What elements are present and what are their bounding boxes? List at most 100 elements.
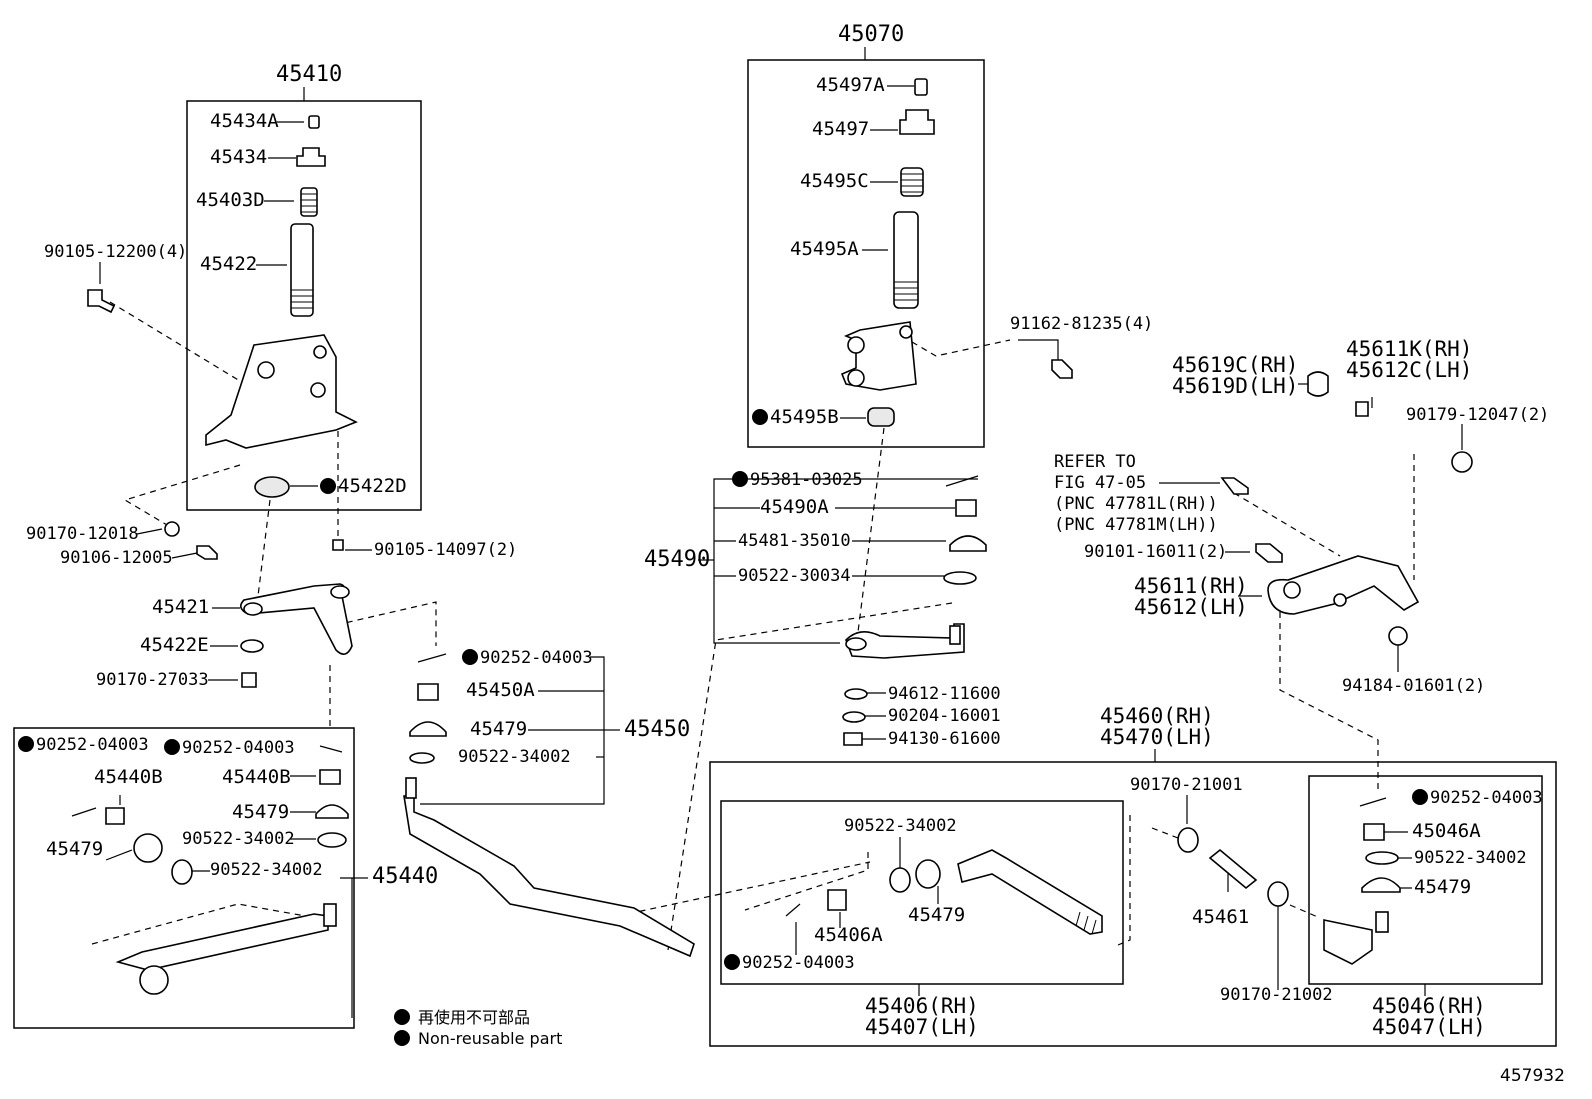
- part-label-90522-34002-a: 90522-34002: [210, 860, 323, 880]
- bolt-45434A-icon: [308, 115, 320, 129]
- cotter-pin-90252-d-icon: [785, 903, 801, 917]
- legend-english: Non-reusable part: [394, 1029, 562, 1048]
- part-label-45479-a: 45479: [46, 838, 104, 860]
- nut-45046A-icon: [1363, 823, 1385, 841]
- part-label-45481-35010: 45481-35010: [738, 531, 851, 551]
- part-label-90522-34002-e: 90522-34002: [1414, 848, 1527, 868]
- nut-90170-27033-icon: [241, 672, 257, 688]
- tie-rod-45440-icon: [115, 913, 329, 971]
- box-45070: [747, 59, 985, 448]
- seat-45481-icon: [949, 535, 987, 552]
- part-label-90204-16001: 90204-16001: [888, 706, 1001, 726]
- part-label-90522-30034: 90522-30034: [738, 566, 851, 586]
- part-label-90106-12005: 90106-12005: [60, 548, 173, 568]
- sleeve-45461-icon: [1208, 848, 1258, 890]
- ring-90522-34002-d-icon: [889, 867, 911, 893]
- tie-rod-end-45406-icon: [957, 849, 1103, 935]
- group-label-45410: 45410: [276, 62, 343, 87]
- part-label-45479-b: 45479: [232, 801, 290, 823]
- part-label-45495C: 45495C: [800, 170, 869, 192]
- pitman-arm-45611-icon: [1267, 555, 1420, 615]
- part-label-94612-11600: 94612-11600: [888, 684, 1001, 704]
- washer-45422E-icon: [240, 639, 264, 653]
- washer-94612-icon: [844, 688, 868, 700]
- nut-45450A-icon: [417, 683, 439, 701]
- part-label-45479-e: 45479: [1414, 876, 1472, 898]
- part-label-90105-12200: 90105-12200(4): [44, 242, 188, 262]
- part-label-90179-12047: 90179-12047(2): [1406, 405, 1550, 425]
- part-label-91162-81235: 91162-81235(4): [1010, 314, 1154, 334]
- part-label-45479-d: 45479: [908, 904, 966, 926]
- part-label-95381-03025: 95381-03025: [732, 471, 863, 489]
- seat-45479-b-icon: [315, 804, 349, 819]
- part-label-90522-34002-c: 90522-34002: [458, 747, 571, 767]
- group-label-45450: 45450: [624, 717, 691, 742]
- part-label-90522-34002-b: 90522-34002: [182, 829, 295, 849]
- group-label-45460: 45460(RH)45470(LH): [1100, 704, 1214, 749]
- group-label-45070: 45070: [838, 22, 905, 47]
- clamp-90170-21002-icon: [1267, 881, 1289, 907]
- nut-94184-01601-icon: [1388, 626, 1408, 646]
- nut-90179-12047-icon: [1451, 451, 1473, 473]
- seat-45479-a-icon: [133, 833, 163, 863]
- seal-45495B-icon: [867, 407, 895, 427]
- part-label-90105-14097: 90105-14097(2): [374, 540, 518, 560]
- part-label-45497A: 45497A: [816, 74, 885, 96]
- part-label-90252-d: 90252-04003: [724, 954, 855, 972]
- part-label-94130-61600: 94130-61600: [888, 729, 1001, 749]
- diagram-id: 457932: [1500, 1066, 1565, 1086]
- clamp-90170-21001-icon: [1177, 827, 1199, 853]
- box-45406: [720, 800, 1124, 985]
- ring-90522-34002-b-icon: [317, 832, 347, 848]
- spring-45403D-icon: [300, 187, 318, 217]
- seat-45479-e-icon: [1361, 877, 1401, 893]
- part-label-90252-c: 90252-04003: [462, 649, 593, 667]
- part-label-45611K: 45611K(RH)45612C(LH): [1346, 337, 1473, 382]
- bolt-45611K-icon: [1355, 401, 1369, 417]
- bolt-90106-12005-icon: [196, 545, 218, 560]
- part-label-90170-27033: 90170-27033: [96, 670, 209, 690]
- cotter-pin-95381-icon: [945, 475, 979, 487]
- plug-45619C-icon: [1307, 371, 1329, 397]
- cotter-pin-90252-a-icon: [71, 807, 97, 817]
- nut-90170-12018-icon: [164, 521, 180, 537]
- ring-90522-34002-e-icon: [1365, 851, 1399, 865]
- bolt-45497A-icon: [914, 78, 928, 96]
- cotter-pin-90252-c-icon: [417, 653, 447, 663]
- spring-45495C-icon: [900, 167, 924, 197]
- shaft-45422-icon: [290, 223, 314, 317]
- box-45460: [709, 761, 1557, 1047]
- part-label-94184-01601: 94184-01601(2): [1342, 676, 1486, 696]
- part-label-45611: 45611(RH)45612(LH): [1134, 574, 1248, 619]
- ring-90522-34002-a-icon: [171, 859, 193, 885]
- idler-arm-45490-icon: [845, 623, 965, 659]
- bolt-91162-81235-icon: [1051, 359, 1073, 379]
- cotter-pin-90252-b-icon: [319, 745, 343, 753]
- adjust-screw-45497-icon: [899, 109, 935, 135]
- bolt-90105-14097-icon: [332, 539, 344, 551]
- part-label-45440B-a: 45440B: [94, 766, 163, 788]
- part-label-90170-21001: 90170-21001: [1130, 775, 1243, 795]
- part-label-45406A: 45406A: [814, 924, 883, 946]
- bolt-refer-47-05-icon: [1220, 477, 1249, 495]
- part-label-45421: 45421: [152, 596, 210, 618]
- part-label-45495B: 45495B: [752, 408, 839, 427]
- ring-90522-34002-c-icon: [409, 752, 435, 764]
- part-label-90252-a: 90252-04003: [18, 736, 149, 754]
- part-label-90170-12018: 90170-12018: [26, 524, 139, 544]
- part-label-45422E: 45422E: [140, 634, 209, 656]
- nut-45490A-icon: [955, 499, 977, 517]
- part-label-90252-b: 90252-04003: [164, 739, 295, 757]
- nut-45406A-icon: [827, 889, 847, 911]
- bracket-45410-icon: [205, 334, 358, 449]
- cotter-pin-90252-e-icon: [1359, 797, 1387, 807]
- seat-45479-d-icon: [915, 859, 941, 889]
- part-label-45046A: 45046A: [1412, 820, 1481, 842]
- bolt-90101-16011-icon: [1255, 543, 1283, 563]
- washer-90204-icon: [842, 711, 866, 723]
- ring-90522-30034-icon: [943, 571, 977, 585]
- part-label-90101-16011: 90101-16011(2): [1084, 542, 1228, 562]
- shaft-45495A-icon: [893, 211, 919, 309]
